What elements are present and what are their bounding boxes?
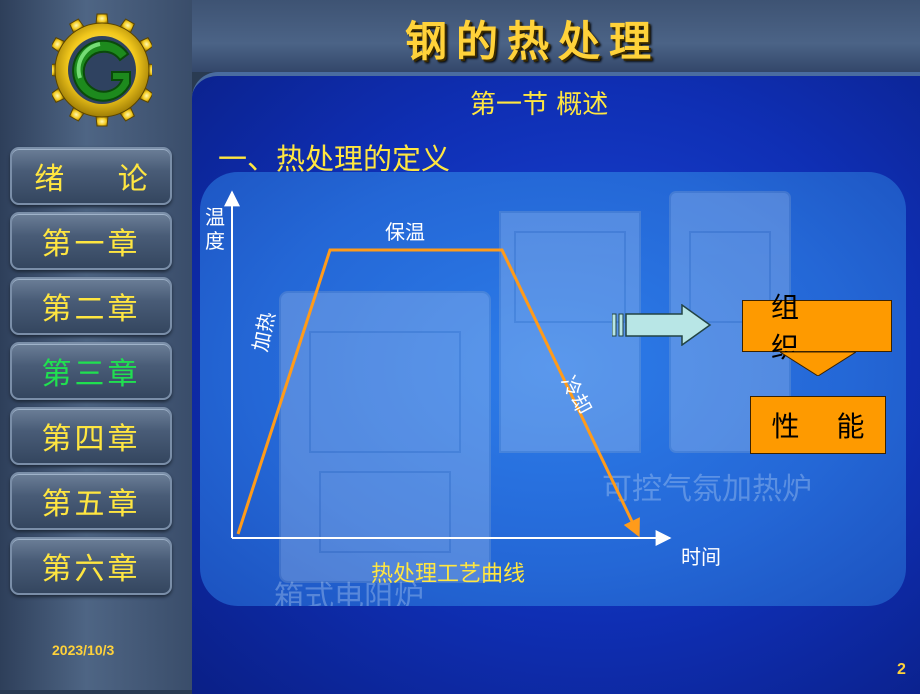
property-box: 性 能 xyxy=(750,396,886,454)
nav-item-chapter-6[interactable]: 第六章 xyxy=(10,537,172,595)
gear-logo-icon xyxy=(52,13,152,127)
page-number: 2 xyxy=(897,661,906,678)
watermark-controlled-furnace: 可控气氛加热炉 xyxy=(602,472,812,507)
chart-caption: 热处理工艺曲线 xyxy=(371,562,526,587)
slide-date: 2023/10/3 xyxy=(52,642,115,658)
holding-label: 保温 xyxy=(385,220,425,244)
furnace-photo xyxy=(279,191,791,583)
x-axis-label: 时间 xyxy=(681,545,721,569)
heat-treatment-chart xyxy=(224,190,672,546)
nav-item-chapter-5[interactable]: 第五章 xyxy=(10,472,172,530)
nav-item-chapter-4[interactable]: 第四章 xyxy=(10,407,172,465)
slide-title: 钢的热处理 xyxy=(405,17,661,66)
nav-item-chapter-1[interactable]: 第一章 xyxy=(10,212,172,270)
subtitle: 一、热处理的定义 xyxy=(218,142,451,176)
nav-item-chapter-2[interactable]: 第二章 xyxy=(10,277,172,335)
y-axis-label: 温度 xyxy=(205,205,225,253)
structure-box: 组 织 xyxy=(742,291,892,364)
top-bar xyxy=(192,0,920,72)
nav-item-chapter-3[interactable]: 第三章 xyxy=(10,342,172,400)
process-curve xyxy=(236,248,640,538)
illustration-panel: 可控气氛加热炉 箱式电阻炉 xyxy=(200,172,906,606)
section-title: 第一节 概述 xyxy=(470,90,609,120)
down-arrow-icon xyxy=(780,352,856,376)
chapter-nav: 绪 论 第一章 第二章 第三章 第四章 第五章 第六章 xyxy=(10,147,172,602)
right-arrow-icon xyxy=(612,304,712,346)
nav-item-introduction[interactable]: 绪 论 xyxy=(10,147,172,205)
watermark-box-furnace: 箱式电阻炉 xyxy=(274,580,424,606)
